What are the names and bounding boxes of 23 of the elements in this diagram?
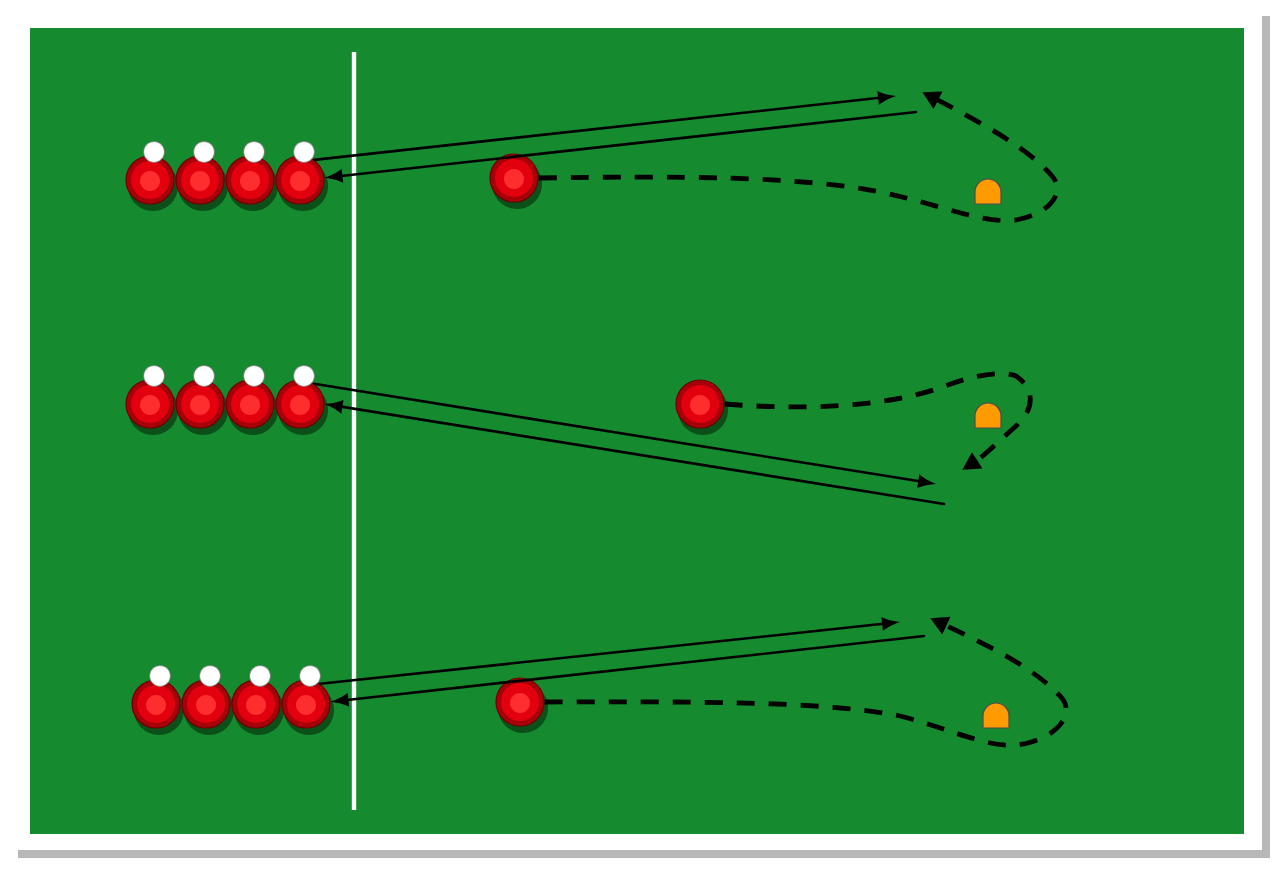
- arrow: [312, 382, 933, 488]
- player-icon: [275, 141, 328, 211]
- player-icon: [131, 665, 184, 735]
- player-icon: [125, 141, 178, 211]
- disc-marker: [495, 677, 548, 733]
- player-icon: [225, 365, 278, 435]
- arrow: [328, 400, 946, 506]
- arrow: [312, 91, 893, 162]
- disc-marker: [489, 153, 542, 209]
- player-icon: [281, 665, 334, 735]
- player-icon: [125, 365, 178, 435]
- arrow: [334, 634, 926, 706]
- arrow: [328, 110, 918, 182]
- dashed-arrow: [538, 91, 1060, 223]
- disc-marker: [675, 379, 728, 435]
- player-icon: [231, 665, 284, 735]
- dashed-arrow: [724, 371, 1033, 470]
- player-icon: [175, 141, 228, 211]
- player-icon: [181, 665, 234, 735]
- player-icon: [275, 365, 328, 435]
- player-icon: [175, 365, 228, 435]
- arrow: [318, 617, 897, 686]
- player-icon: [225, 141, 278, 211]
